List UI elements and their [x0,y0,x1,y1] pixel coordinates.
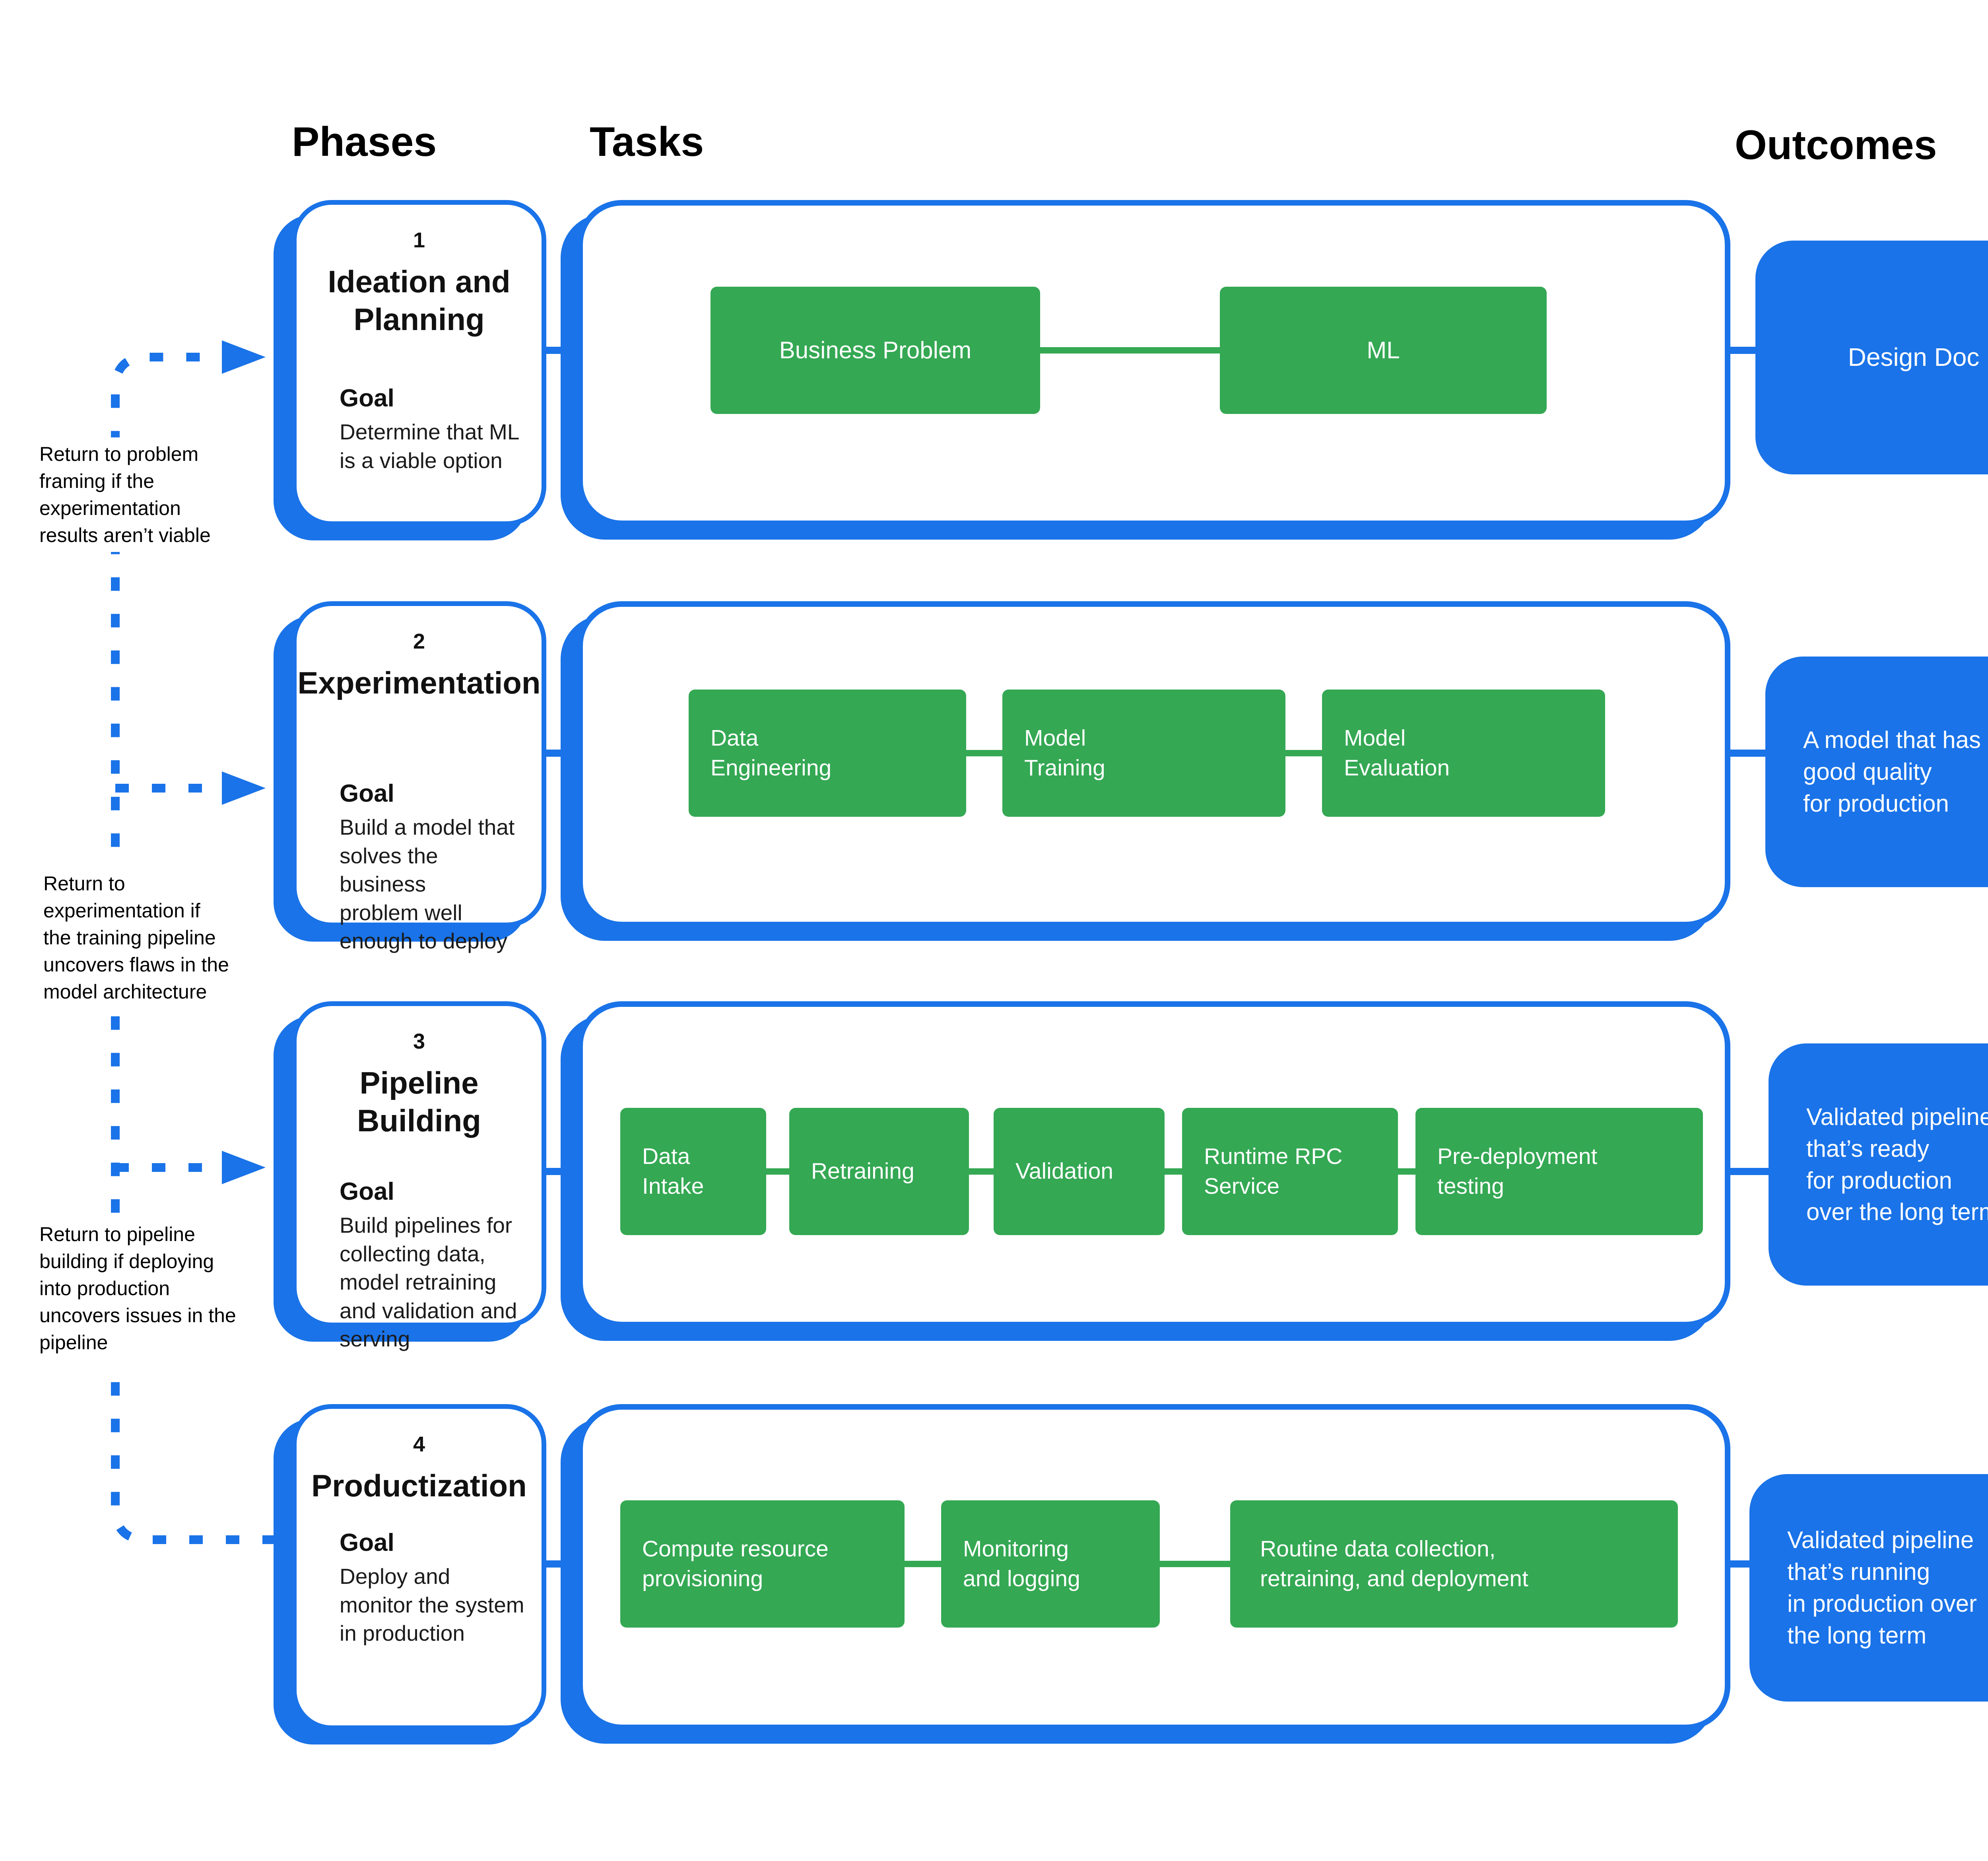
task-compute-resource-provisioning: Compute resource provisioning [620,1500,905,1628]
goal-label: Goal [340,385,394,412]
outcome-quality-model: A model that has good quality for produc… [1765,657,1988,887]
task-monitoring-and-logging: Monitoring and logging [941,1500,1160,1628]
task-connector [1160,1561,1230,1567]
task-business-problem: Business Problem [711,287,1040,414]
goal-label: Goal [340,1529,394,1557]
outcome-design-doc: Design Doc [1755,241,1988,474]
task-connector [969,1168,994,1175]
task-connector [1398,1168,1415,1175]
task-connector [905,1561,941,1567]
task-connector [966,750,1002,756]
task-data-engineering: Data Engineering [689,690,966,817]
task-model-evaluation: Model Evaluation [1322,690,1605,817]
task-data-intake: Data Intake [620,1108,766,1235]
arrowhead-to-phase3 [222,1151,266,1184]
goal-label: Goal [340,780,394,808]
task-ml: ML [1220,287,1547,414]
task-predeployment-testing: Pre-deployment testing [1415,1108,1703,1235]
arrowhead-to-phase2 [222,771,266,805]
task-validation: Validation [994,1108,1165,1235]
connector-phase-to-tasks [544,750,580,757]
task-model-training: Model Training [1002,690,1285,817]
connector-phase-to-tasks [544,347,580,354]
task-connector [1040,347,1220,354]
goal-text: Deploy and monitor the system in product… [340,1564,524,1646]
connector-tasks-to-outcome [1729,347,1757,354]
task-retraining: Retraining [789,1108,969,1235]
phase-title: Pipeline Building [357,1065,481,1138]
note-return-to-pipeline-building: Return to pipeline building if deploying… [38,1218,238,1359]
phase-card-ideation: 1 Ideation and Planning Goal Determine t… [292,200,546,526]
task-runtime-rpc-service: Runtime RPC Service [1182,1108,1398,1235]
phase-card-experimentation: 2 Experimentation Goal Build a model tha… [292,601,546,953]
phase-card-pipeline-building: 3 Pipeline Building Goal Build pipelines… [292,1001,546,1351]
goal-text: Determine that ML is a viable option [340,420,520,473]
connector-phase-to-tasks [544,1168,580,1175]
connector-tasks-to-outcome [1729,750,1767,757]
connector-phase-to-tasks [544,1560,580,1568]
phase-title: Ideation and Planning [328,264,511,337]
task-connector [1165,1168,1182,1175]
column-header-outcomes: Outcomes [1735,122,1937,168]
outcome-validated-pipeline-running: Validated pipeline that’s running in pro… [1749,1474,1988,1702]
connector-tasks-to-outcome [1729,1168,1770,1175]
task-routine-data-collection: Routine data collection, retraining, and… [1230,1500,1678,1628]
phase-card-productization: 4 Productization Goal Deploy and monitor… [292,1404,546,1730]
column-header-phases: Phases [292,119,437,165]
phase-number: 3 [413,1030,425,1053]
connector-tasks-to-outcome [1729,1560,1751,1568]
goal-text: Build pipelines for collecting data, mod… [340,1213,517,1352]
phase-title: Productization [311,1468,527,1503]
phase-number: 4 [413,1432,425,1456]
note-return-to-experimentation: Return to experimentation if the trainin… [42,867,231,1008]
outcome-validated-pipeline-ready: Validated pipeline that’s ready for prod… [1769,1043,1988,1286]
phase-number: 1 [413,228,425,252]
phase-title: Experimentation [297,665,541,700]
note-return-to-problem-framing: Return to problem framing if the experim… [38,437,212,552]
task-connector [1285,750,1322,756]
goal-label: Goal [340,1178,394,1206]
goal-text: Build a model that solves the business p… [340,815,515,954]
phase-number: 2 [413,629,425,653]
arrowhead-to-phase1 [222,340,266,374]
task-connector [766,1168,789,1175]
column-header-tasks: Tasks [590,119,704,165]
